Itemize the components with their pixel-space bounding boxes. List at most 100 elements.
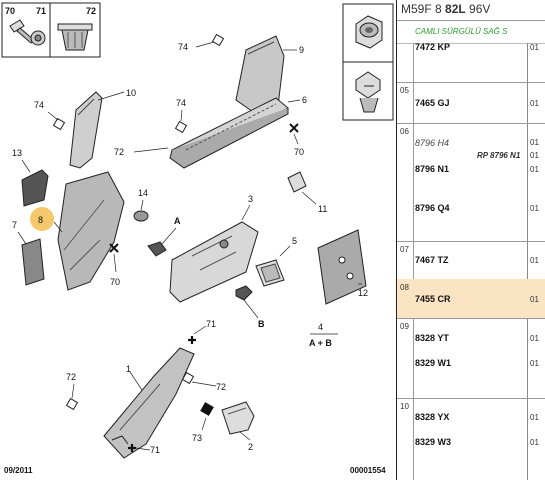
parts-list-panel: M59F 8 82L 96V CAMLI SÜRGÜLÜ SAĞ S 7472 … [396,0,545,480]
part-qty: 01 [530,295,539,304]
parts-row[interactable]: 06 8796 H4 01 RP 8796 N1 01 8796 N1 01 8… [397,123,545,242]
label-7[interactable]: 7 [12,220,17,230]
group-number: 07 [400,245,409,254]
model-prefix: M59F 8 [401,2,446,16]
label-8[interactable]: 8 [38,215,43,225]
part-8-lower-trim[interactable] [57,171,125,291]
clip-a[interactable] [147,241,167,257]
part-ref[interactable]: 7455 CR [415,294,451,304]
label-71-bottom[interactable]: 71 [150,445,160,455]
part-6-sill-trim[interactable] [169,97,289,169]
part-qty: 01 [530,43,539,52]
part-qty: 01 [530,138,539,147]
group-number: 09 [400,322,409,331]
clip-icon [57,23,93,51]
part-ref[interactable]: 8796 N1 [415,164,450,174]
label-12[interactable]: 12 [358,288,368,298]
parts-row[interactable]: 7472 KP 01 [397,42,545,83]
label-74-mid[interactable]: 74 [176,98,186,108]
parts-row[interactable]: 05 7465 GJ 01 [397,82,545,124]
label-9[interactable]: 9 [299,45,304,55]
part-qty: 01 [530,99,539,108]
part-qty: 01 [530,359,539,368]
part-3-side-panel[interactable] [169,221,259,303]
part-qty: 01 [530,204,539,213]
model-code: 82L [445,2,466,16]
part-14-plug[interactable] [133,210,149,222]
part-ref[interactable]: 8329 W1 [415,358,452,368]
parts-row[interactable]: 09 8328 YT 01 8329 W1 01 [397,318,545,399]
part-ref[interactable]: 8328 YT [415,333,449,343]
part-ref[interactable]: 7465 GJ [415,98,450,108]
label-4[interactable]: 4 [318,322,323,332]
screw-icon [9,19,46,46]
label-71-inset[interactable]: 71 [36,6,46,16]
label-5[interactable]: 5 [292,236,297,246]
part-73-clip[interactable] [200,402,214,416]
model-header: M59F 8 82L 96V [397,0,545,21]
column-divider-left [413,43,414,480]
group-number: 08 [400,283,409,292]
footer-date: 09/2011 [4,466,33,475]
parts-diagram: 70 71 72 [1,2,394,475]
part-ref[interactable]: 8328 YX [415,412,450,422]
part-ref[interactable]: 8329 W3 [415,437,452,447]
part-qty: 01 [530,334,539,343]
replacement-ref[interactable]: RP 8796 N1 [477,151,521,160]
section-title: CAMLI SÜRGÜLÜ SAĞ S [415,27,508,36]
label-70-inset[interactable]: 70 [5,6,15,16]
label-71-top[interactable]: 71 [206,319,216,329]
label-3[interactable]: 3 [248,194,253,204]
label-72-mid[interactable]: 72 [114,147,124,157]
footer-code: 00001554 [350,466,386,475]
parts-row-selected[interactable]: 08 7455 CR 01 [397,279,545,319]
inset-fasteners-right [342,3,394,121]
part-2-handle[interactable] [221,401,255,435]
label-14[interactable]: 14 [138,188,148,198]
retaining-clip-icon [355,71,381,113]
part-qty: 01 [530,151,539,160]
part-10-pillar[interactable] [69,91,103,169]
part-7-pad[interactable] [21,238,45,286]
label-B[interactable]: B [258,319,265,329]
label-72-left[interactable]: 72 [66,372,76,382]
label-13[interactable]: 13 [12,148,22,158]
group-number: 10 [400,402,409,411]
part-13-bracket[interactable] [21,169,49,207]
label-74-top[interactable]: 74 [178,42,188,52]
part-qty: 01 [530,438,539,447]
highlight-marker [30,207,54,231]
part-1-pillar-assembly[interactable] [103,347,195,459]
label-73[interactable]: 73 [192,433,202,443]
part-ref[interactable]: 7467 TZ [415,255,449,265]
label-4-ab[interactable]: A + B [309,338,332,348]
label-72-right[interactable]: 72 [216,382,226,392]
group-number: 05 [400,86,409,95]
model-suffix: 96V [465,2,491,16]
part-ref[interactable]: 8796 H4 [415,138,450,148]
label-6[interactable]: 6 [302,95,307,105]
part-ref[interactable]: 7472 KP [415,42,451,52]
nut-icon [355,15,383,49]
label-70-right[interactable]: 70 [294,147,304,157]
part-5-cover[interactable] [255,259,285,287]
part-12-panel[interactable] [317,229,367,305]
part-qty: 01 [530,413,539,422]
part-11-cap[interactable] [287,171,307,193]
label-11[interactable]: 11 [318,204,327,214]
part-qty: 01 [530,165,539,174]
label-70-low[interactable]: 70 [110,277,120,287]
clip-b[interactable] [235,285,253,301]
parts-row[interactable]: 10 8328 YX 01 8329 W3 01 [397,398,545,480]
parts-row[interactable]: 07 7467 TZ 01 [397,241,545,280]
label-10[interactable]: 10 [126,88,136,98]
column-divider-right [527,43,528,480]
label-2[interactable]: 2 [248,442,253,452]
section-subheader: CAMLI SÜRGÜLÜ SAĞ S [397,21,545,44]
part-ref[interactable]: 8796 Q4 [415,203,450,213]
label-1[interactable]: 1 [126,364,131,374]
label-74-left[interactable]: 74 [34,100,44,110]
label-72-inset[interactable]: 72 [86,6,96,16]
group-number: 06 [400,127,409,136]
label-A[interactable]: A [174,216,181,226]
